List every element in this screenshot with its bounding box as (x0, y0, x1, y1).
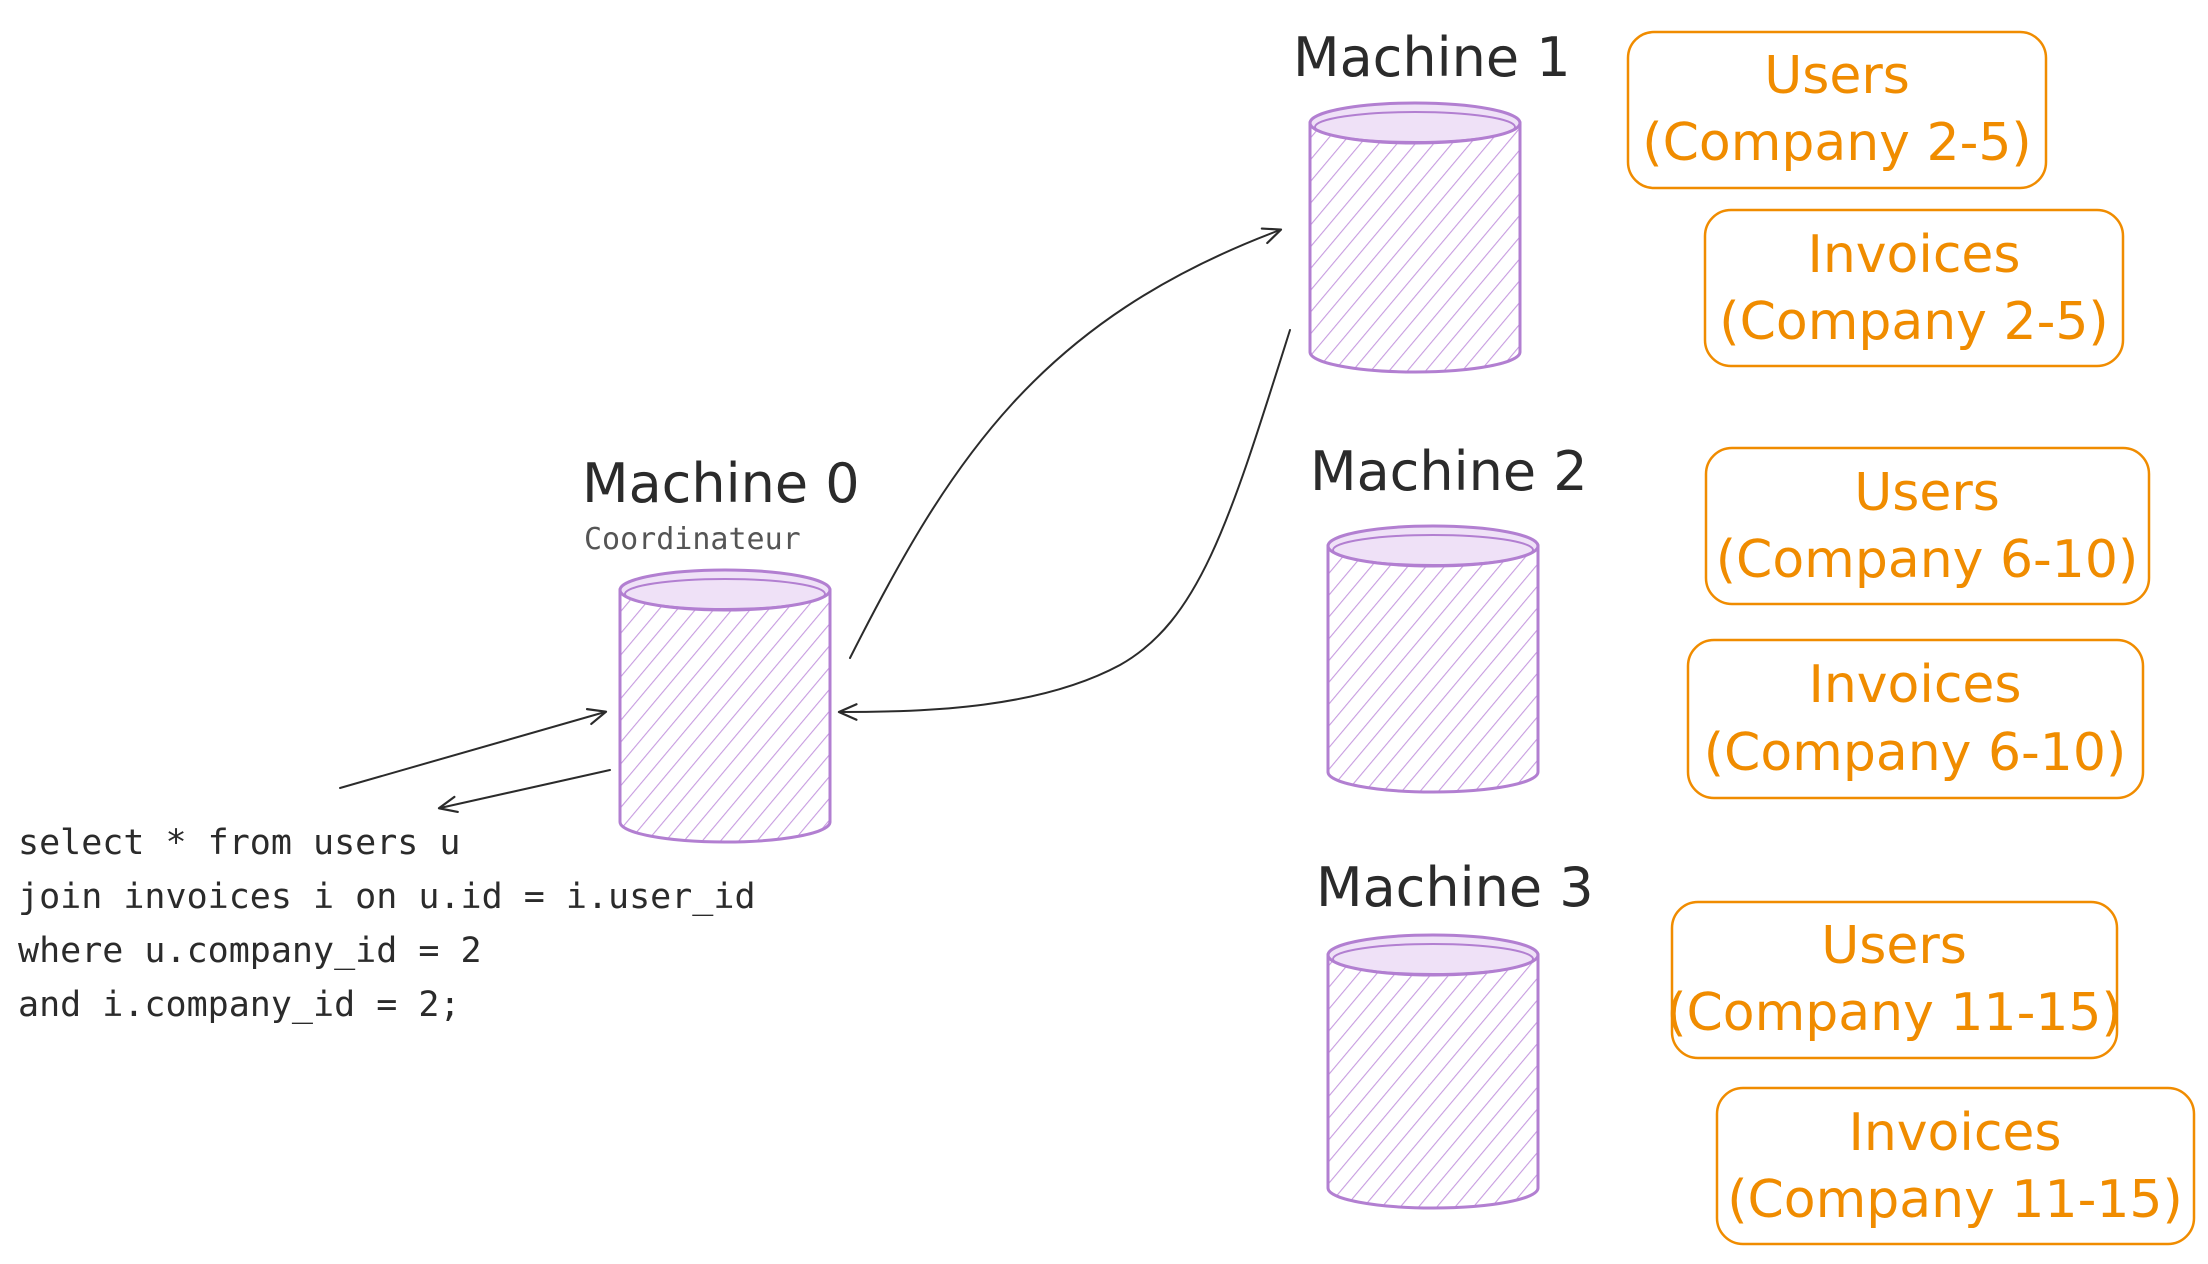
return-from-machine-1-arrow (837, 329, 1291, 721)
shard-table-label: Invoices (1848, 1103, 2061, 1163)
shard-invoices-company-2-5: Invoices (Company 2-5) (1703, 208, 2125, 368)
sql-query-line: where u.company_id = 2 (18, 931, 482, 971)
machine-0-title: Machine 0 (582, 452, 860, 515)
shard-table-label: Invoices (1807, 225, 2020, 285)
shard-users-company-6-10: Users (Company 6-10) (1704, 446, 2151, 606)
shard-range-label: (Company 6-10) (1716, 530, 2139, 590)
shard-table-label: Users (1821, 916, 1967, 976)
shard-table-label: Users (1764, 46, 1910, 106)
machine-0-subtitle: Coordinateur (584, 522, 801, 557)
shard-invoices-company-6-10: Invoices (Company 6-10) (1686, 638, 2145, 800)
machine-2-database-icon (1326, 524, 1540, 794)
shard-table-label: Users (1854, 463, 2000, 523)
shard-range-label: (Company 2-5) (1642, 113, 2031, 173)
sql-query-line: join invoices i on u.id = i.user_id (18, 877, 756, 917)
sql-query-line: and i.company_id = 2; (18, 985, 461, 1025)
shard-users-company-2-5: Users (Company 2-5) (1626, 30, 2048, 190)
machine-3-title: Machine 3 (1316, 856, 1594, 919)
machine-1-title: Machine 1 (1293, 26, 1571, 89)
shard-range-label: (Company 11-15) (1666, 983, 2122, 1043)
shard-invoices-company-11-15: Invoices (Company 11-15) (1715, 1086, 2196, 1246)
shard-range-label: (Company 11-15) (1727, 1170, 2183, 1230)
shard-range-label: (Company 2-5) (1719, 292, 2108, 352)
forward-to-machine-1-arrow (849, 227, 1283, 659)
sql-query: select * from users u join invoices i on… (18, 823, 756, 1025)
machine-0: Machine 0 Coordinateur (582, 452, 860, 844)
shard-range-label: (Company 6-10) (1704, 723, 2127, 783)
machine-3: Machine 3 (1316, 856, 1594, 1210)
shard-users-company-11-15: Users (Company 11-15) (1666, 900, 2122, 1060)
machine-0-database-icon (618, 568, 832, 844)
machine-1-database-icon (1308, 101, 1522, 374)
shard-table-label: Invoices (1808, 655, 2021, 715)
machine-1: Machine 1 (1293, 26, 1571, 374)
machine-2: Machine 2 (1310, 440, 1588, 794)
sql-query-line: select * from users u (18, 823, 461, 863)
query-request-arrow (339, 708, 608, 789)
query-response-arrow (437, 769, 611, 814)
machine-3-database-icon (1326, 933, 1540, 1210)
machine-2-title: Machine 2 (1310, 440, 1588, 503)
